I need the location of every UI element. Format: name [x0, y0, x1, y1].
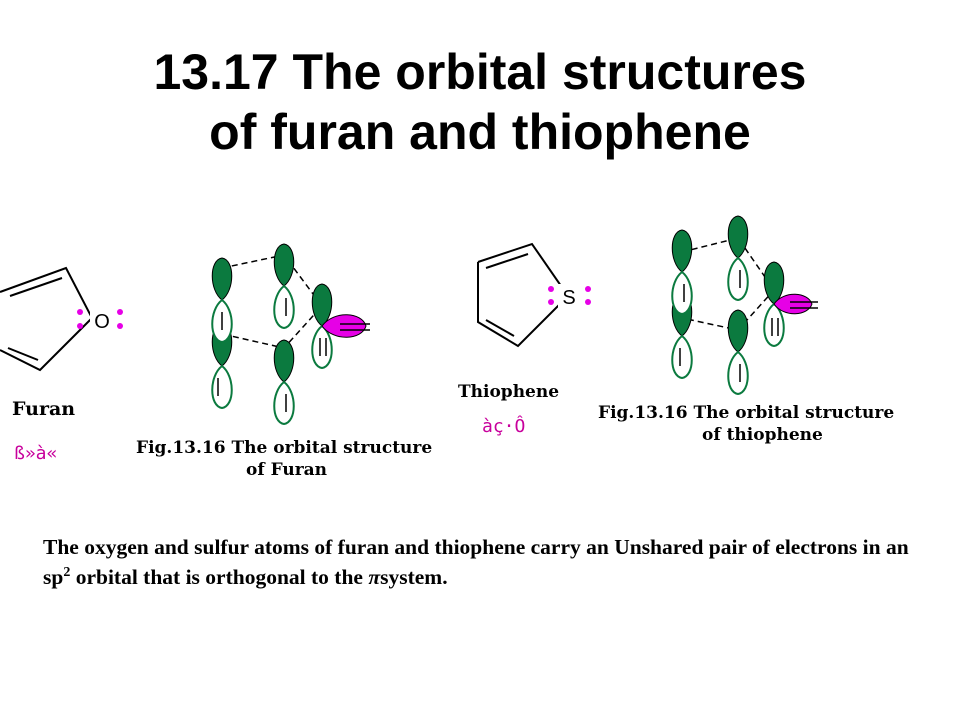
thiophene-figure-caption: Fig.13.16 The orbital structure of thiop…	[598, 402, 948, 446]
thiophene-sulfur-lone-pair-dots	[548, 286, 591, 305]
thiophene-garbled-label: àç·Ô	[482, 416, 526, 437]
furan-oxygen-lone-pair-dots	[77, 309, 123, 329]
furan-garbled-label: ß»à«	[14, 443, 58, 464]
thiophene-orbital-diagram	[671, 215, 818, 395]
thiophene-ring	[477, 242, 570, 348]
thiophene-heteroatom: S	[562, 287, 575, 309]
body-part-2: orbital that is orthogonal to the	[70, 565, 369, 589]
thiophene-label: Thiophene	[458, 382, 560, 402]
title-line-2: of furan and thiophene	[209, 104, 751, 160]
title-line-1: 13.17 The orbital structures	[153, 44, 807, 100]
furan-label: Furan	[12, 398, 76, 420]
body-part-1: The oxygen and sulfur atoms of furan and…	[43, 535, 909, 589]
furan-caption-line-1: Fig.13.16 The orbital structure	[136, 438, 433, 458]
furan-orbital-diagram	[211, 243, 370, 425]
furan-caption-line-2: of Furan	[246, 460, 328, 480]
body-pi-symbol: π	[368, 565, 381, 589]
body-part-3: system.	[380, 565, 448, 589]
furan-ring	[0, 266, 94, 372]
furan-heteroatom: O	[94, 311, 110, 333]
thiophene-caption-line-2: of thiophene	[702, 425, 823, 445]
thiophene-caption-line-1: Fig.13.16 The orbital structure	[598, 403, 895, 423]
furan-figure-caption: Fig.13.16 The orbital structure of Furan	[136, 437, 486, 481]
slide-title: 13.17 The orbital structures of furan an…	[0, 42, 960, 162]
body-paragraph: The oxygen and sulfur atoms of furan and…	[43, 532, 923, 592]
body-superscript: 2	[63, 564, 71, 580]
